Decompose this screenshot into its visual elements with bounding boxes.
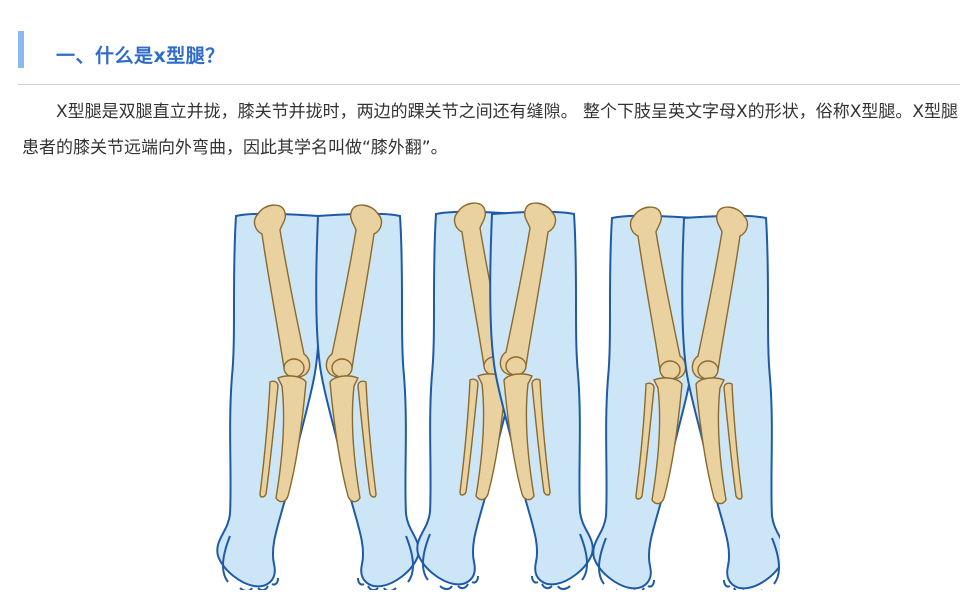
section-header: 一、什么是x型腿？: [18, 31, 960, 85]
section-accent-bar: [18, 31, 24, 68]
leg-pair-1: [216, 204, 420, 590]
section-divider: [18, 84, 960, 85]
leg-bones-svg: .skin { fill: #cde6f7; stroke: #1f5aa6; …: [216, 202, 780, 590]
leg-pair-2: [416, 202, 594, 590]
leg-pair-1-right: [315, 204, 420, 590]
body-paragraph: X型腿是双腿直立并拢，膝关节并拢时，两边的踝关节之间还有缝隙。 整个下肢呈英文字…: [22, 102, 958, 158]
leg-pair-3-left: [592, 206, 697, 590]
leg-pair-3: [592, 206, 780, 590]
leg-pair-1-left: [216, 204, 321, 590]
leg-bones-illustration: .skin { fill: #cde6f7; stroke: #1f5aa6; …: [200, 190, 780, 590]
leg-pair-2-right: [489, 202, 594, 590]
section-title: 一、什么是x型腿？: [56, 45, 225, 67]
leg-pair-3-right: [681, 206, 780, 590]
